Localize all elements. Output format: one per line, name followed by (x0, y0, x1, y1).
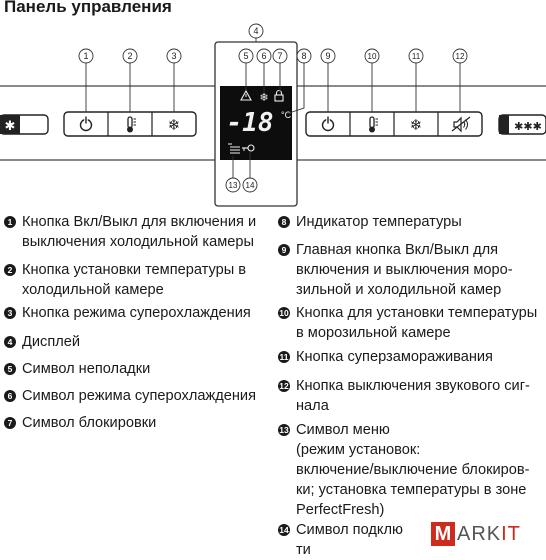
callout-12: 12 (456, 52, 465, 61)
svg-text:❄: ❄ (168, 117, 181, 134)
callout-13: 13 (229, 181, 238, 190)
menu-icon (228, 143, 240, 154)
fridge-indicator-label: ✱ (5, 118, 16, 133)
callout-11: 11 (412, 52, 421, 61)
legend-number: 2 (4, 264, 16, 276)
legend-number: 13 (278, 424, 290, 436)
watermark-logo: M ARKIT (431, 514, 545, 550)
callout-2: 2 (127, 51, 132, 61)
legend-text: Символ меню (режим установок: включение/… (296, 422, 530, 518)
fault-icon (240, 89, 252, 101)
legend-text: Кнопка для установки температуры в мороз… (296, 305, 538, 341)
legend-text: Кнопка Вкл/Выкл для включения и выключен… (22, 214, 257, 250)
page-title: Панель управления (4, 0, 172, 16)
legend-number: 3 (4, 307, 16, 319)
lock-icon (274, 89, 284, 102)
callout-7: 7 (277, 51, 282, 61)
legend-number: 4 (4, 336, 16, 348)
legend-text: Кнопка выключения звукового сиг- нала (296, 378, 530, 414)
fridge-power-button[interactable] (79, 116, 93, 132)
connect-icon (242, 144, 255, 152)
legend-text: Символ неполадки (22, 361, 151, 377)
callout-14: 14 (246, 181, 255, 190)
callout-3: 3 (171, 51, 176, 61)
callout-8: 8 (301, 51, 306, 61)
legend-text: Дисплей (22, 334, 81, 350)
legend-text: Символ подклю ти (296, 522, 403, 558)
superfreeze-button[interactable]: ❄ (410, 117, 423, 134)
freezer-temperature-button[interactable] (369, 116, 378, 133)
supercool-button[interactable]: ❄ (168, 117, 181, 134)
legend-number: 8 (278, 216, 290, 228)
legend-text: Кнопка установки температуры в холодильн… (22, 262, 247, 298)
callout-10: 10 (368, 52, 377, 61)
supercool-symbol-icon: ❄ (259, 92, 268, 104)
legend-number: 10 (278, 307, 290, 319)
legend-text: Индикатор температуры (296, 214, 462, 230)
legend-text: Кнопка режима суперохлаждения (22, 305, 251, 321)
legend-number: 6 (4, 390, 16, 402)
legend-number: 14 (278, 524, 290, 536)
legend-number: 1 (4, 216, 16, 228)
alarm-mute-button[interactable] (451, 116, 471, 133)
control-panel-diagram: ✱ ✱✱✱ ❄ (0, 23, 546, 207)
fridge-temperature-button[interactable] (127, 116, 136, 133)
freezer-indicator: ✱✱✱ (498, 114, 546, 135)
fridge-indicator: ✱ (0, 114, 49, 135)
temperature-unit: °C (281, 110, 292, 120)
callout-6: 6 (261, 51, 266, 61)
callout-4: 4 (253, 26, 258, 36)
callout-9: 9 (325, 51, 330, 61)
lcd-display (220, 86, 292, 160)
svg-text:❄: ❄ (410, 117, 423, 134)
legend-number: 9 (278, 244, 290, 256)
freezer-indicator-label: ✱✱✱ (514, 121, 542, 133)
legend-number: 5 (4, 363, 16, 375)
callout-5: 5 (243, 51, 248, 61)
legend-text: Главная кнопка Вкл/Выкл для включения и … (296, 242, 513, 298)
main-power-button[interactable] (321, 116, 335, 132)
legend-number: 12 (278, 380, 290, 392)
legend-text: Кнопка суперзамораживания (296, 349, 493, 365)
callout-1: 1 (83, 51, 88, 61)
temperature-readout: -18 (227, 108, 274, 138)
legend-text: Символ режима суперохлаждения (22, 388, 256, 404)
legend-text: Символ блокировки (22, 415, 157, 431)
legend-number: 11 (278, 351, 290, 363)
legend-number: 7 (4, 417, 16, 429)
